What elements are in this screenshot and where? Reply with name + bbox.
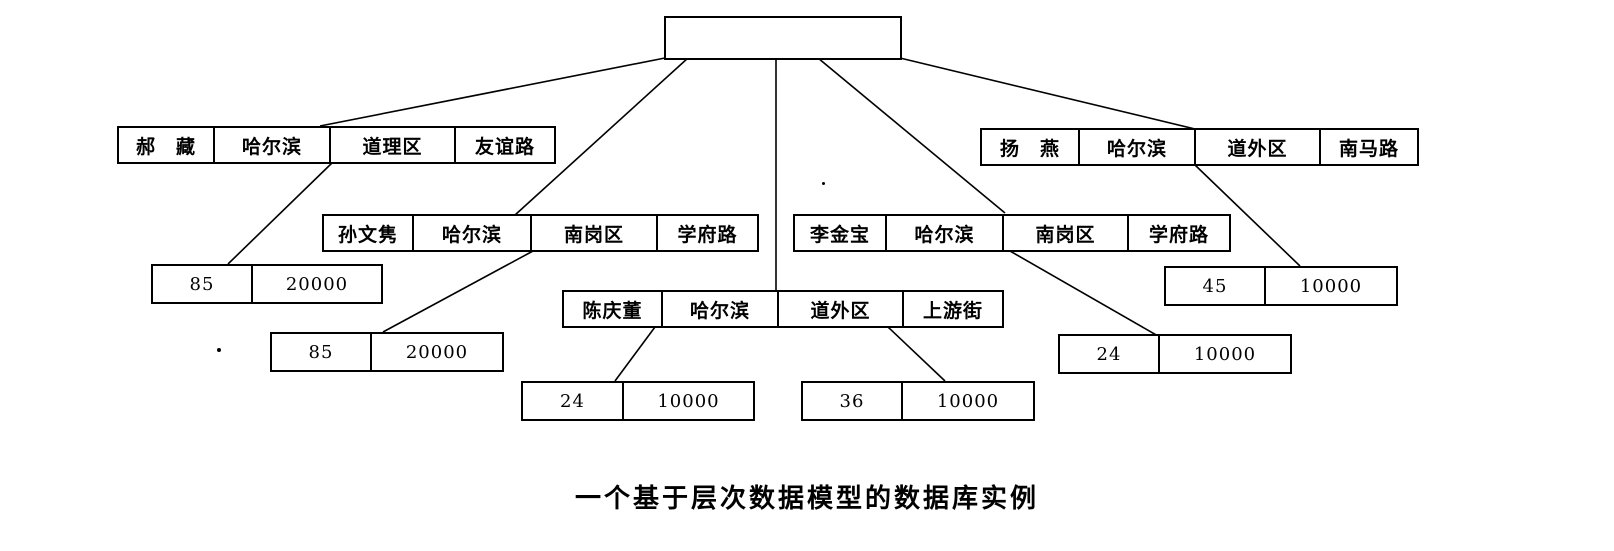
person-city: 哈尔滨 — [1080, 130, 1196, 164]
root-label — [666, 18, 900, 58]
person-record-4: 李金宝 哈尔滨 南岗区 学府路 — [793, 214, 1231, 252]
person-district: 南岗区 — [532, 216, 658, 250]
person-record-1: 郝 藏 哈尔滨 道理区 友谊路 — [117, 126, 556, 164]
person-name: 扬 燕 — [982, 130, 1080, 164]
data-record-6: 45 10000 — [1164, 266, 1398, 306]
root-node — [664, 16, 902, 60]
person-record-5: 扬 燕 哈尔滨 道外区 南马路 — [980, 128, 1419, 166]
person-district: 道外区 — [779, 292, 904, 326]
salary-value: 10000 — [1299, 275, 1363, 297]
edge-p1-r1 — [227, 161, 334, 265]
person-district: 道外区 — [1196, 130, 1321, 164]
person-city: 哈尔滨 — [215, 128, 331, 162]
edge-root-p4 — [817, 57, 1006, 214]
person-street: 友谊路 — [474, 135, 535, 158]
salary-value: 10000 — [657, 390, 720, 412]
person-record-2: 孙文隽 哈尔滨 南岗区 学府路 — [322, 214, 759, 252]
salary-value: 10000 — [936, 390, 1000, 412]
age-value: 85 — [153, 266, 253, 302]
person-name: 郝 藏 — [119, 128, 215, 162]
person-street: 学府路 — [677, 223, 738, 246]
salary-value: 20000 — [285, 273, 349, 295]
person-record-3: 陈庆董 哈尔滨 道外区 上游街 — [562, 290, 1004, 328]
edge-root-p5 — [899, 57, 1196, 130]
person-name: 陈庆董 — [564, 292, 663, 326]
edge-root-p2 — [514, 57, 689, 216]
age-value: 45 — [1166, 268, 1266, 304]
scan-speck — [822, 182, 825, 185]
data-record-4: 36 10000 — [801, 381, 1035, 421]
edge-p3-r3 — [614, 326, 656, 382]
person-district: 南岗区 — [1004, 216, 1129, 250]
person-street: 南马路 — [1338, 137, 1399, 160]
person-city: 哈尔滨 — [414, 216, 532, 250]
data-record-1: 85 20000 — [151, 264, 383, 304]
person-street: 上游街 — [922, 299, 983, 322]
edge-p4-r5 — [1009, 250, 1159, 337]
age-value: 24 — [523, 383, 624, 419]
figure-caption: 一个基于层次数据模型的数据库实例 — [574, 484, 1039, 514]
scan-speck — [217, 348, 221, 352]
data-record-2: 85 20000 — [270, 332, 504, 372]
data-record-3: 24 10000 — [521, 381, 755, 421]
edge-p3-r4 — [887, 326, 946, 382]
age-value: 36 — [803, 383, 903, 419]
edge-root-p1 — [319, 57, 666, 127]
person-name: 孙文隽 — [324, 216, 414, 250]
salary-value: 10000 — [1193, 343, 1257, 365]
person-district: 道理区 — [331, 128, 456, 162]
edge-p2-r2 — [382, 250, 534, 333]
age-value: 24 — [1060, 336, 1160, 372]
person-name: 李金宝 — [795, 216, 887, 250]
age-value: 85 — [272, 334, 372, 370]
edge-p5-r6 — [1194, 164, 1301, 267]
person-city: 哈尔滨 — [663, 292, 779, 326]
data-record-5: 24 10000 — [1058, 334, 1292, 374]
person-city: 哈尔滨 — [887, 216, 1004, 250]
person-street: 学府路 — [1148, 223, 1209, 246]
salary-value: 20000 — [405, 341, 469, 363]
